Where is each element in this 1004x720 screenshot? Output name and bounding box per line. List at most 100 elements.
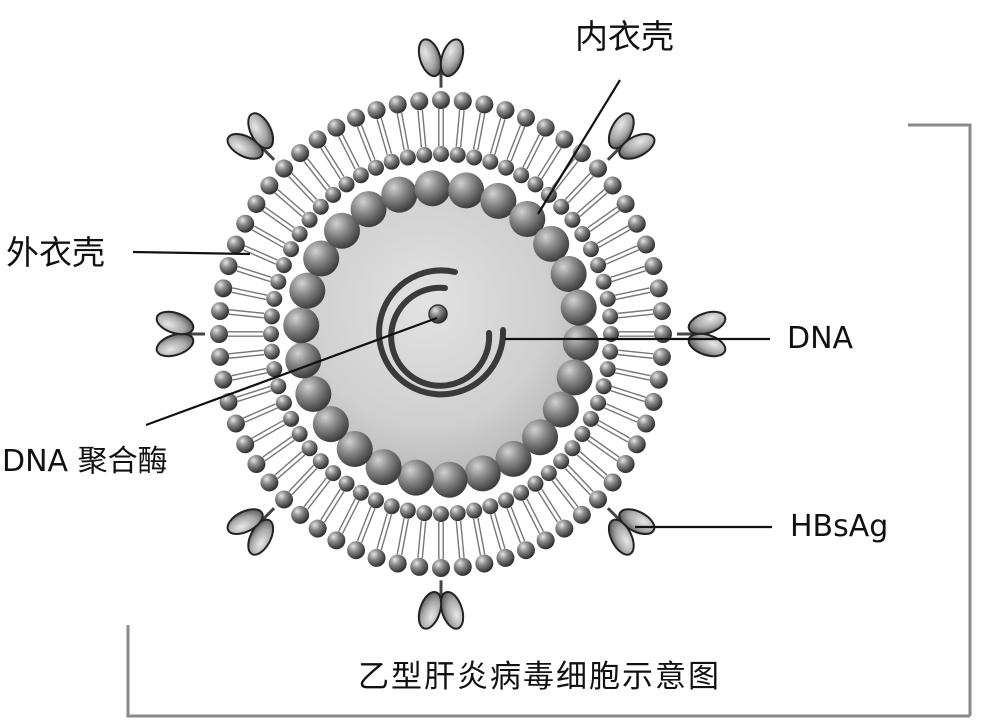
capsid-subunit <box>350 191 387 228</box>
lipid-head-inner <box>352 484 369 501</box>
lipid-tail <box>589 436 620 458</box>
lipid-tail <box>537 491 559 523</box>
capsid-subunit <box>381 176 418 213</box>
lipid-head-inner <box>527 176 544 193</box>
lipid-head-outer <box>308 130 327 149</box>
lipid-tail <box>356 506 372 542</box>
lipid-tail <box>472 112 482 150</box>
lipid-tail <box>243 249 276 265</box>
lipid-tail <box>615 291 651 301</box>
lipid-tail <box>253 423 286 443</box>
lipid-tail <box>262 210 293 232</box>
lipid-head-outer <box>211 347 230 366</box>
lipid-tail <box>323 491 345 523</box>
hbsag-spike <box>417 580 465 630</box>
capsid-subunit <box>522 419 559 456</box>
lipid-tail <box>236 270 271 283</box>
lipid-tail <box>228 349 264 355</box>
capsid-subunit <box>550 256 587 293</box>
lipid-head-inner <box>590 394 607 411</box>
lipid-tail <box>360 508 376 543</box>
lipid-head-outer <box>649 370 668 389</box>
lipid-tail <box>264 439 295 462</box>
lipid-tail <box>611 385 646 398</box>
lipid-head-outer <box>275 490 294 509</box>
capsid-subunit <box>448 172 485 209</box>
lipid-tail <box>459 110 465 148</box>
hbsag-spikes <box>155 38 727 630</box>
lipid-tail <box>610 265 645 278</box>
lipid-head-outer <box>496 101 515 120</box>
capsid-subunit <box>556 359 593 396</box>
lipid-head-inner <box>599 361 616 378</box>
lipid-head-inner <box>416 146 433 163</box>
lipid-head-inner <box>283 410 300 427</box>
lipid-tail <box>494 513 506 549</box>
lipid-tail <box>615 372 650 381</box>
lipid-head-outer <box>210 325 228 343</box>
lipid-head-outer <box>275 159 294 178</box>
lipid-head-inner <box>595 378 612 395</box>
lipid-head-outer <box>652 302 671 321</box>
lipid-head-inner <box>466 149 483 166</box>
lipid-tail <box>615 367 651 377</box>
lipid-head-outer <box>211 302 230 321</box>
lipid-tail <box>510 506 526 542</box>
lipid-tail <box>541 488 562 521</box>
lipid-head-outer <box>649 279 668 298</box>
capsid-subunit <box>495 440 532 477</box>
lipid-tail <box>232 372 267 381</box>
capsid-subunit <box>289 272 326 309</box>
lipid-tail <box>615 287 650 296</box>
capsid-subunit <box>295 375 332 412</box>
lipid-head-inner <box>291 426 308 443</box>
lipid-head-outer <box>627 214 646 233</box>
lipid-head-outer <box>260 176 279 195</box>
lipid-head-outer <box>327 118 346 137</box>
lipid-head-inner <box>301 211 318 228</box>
capsid-subunit <box>431 461 468 498</box>
lipid-tail <box>376 119 388 155</box>
lipid-head-outer <box>247 194 266 213</box>
lipid-head-inner <box>352 167 369 184</box>
lipid-tail <box>564 172 591 200</box>
lipid-tail <box>489 117 502 154</box>
lipid-tail <box>307 480 331 510</box>
lipid-tail <box>567 175 594 204</box>
lipid-tail <box>455 109 461 147</box>
label-hbsag: HBsAg <box>790 509 889 544</box>
lipid-head-inner <box>540 465 557 482</box>
lipid-head-inner <box>266 361 283 378</box>
capsid-subunit <box>312 406 349 443</box>
lipid-tail <box>338 136 356 170</box>
lipid-tail <box>417 110 423 148</box>
lipid-tail <box>338 498 356 532</box>
lipid-head-outer <box>347 108 366 127</box>
capsid-subunit <box>336 430 373 467</box>
capsid-subunit <box>542 391 579 428</box>
lipid-head-outer <box>327 531 346 550</box>
lipid-tail <box>522 500 541 534</box>
lipid-tail <box>618 349 654 355</box>
lipid-tail <box>606 249 639 265</box>
lipid-tail <box>576 189 605 214</box>
label-dna: DNA <box>787 321 854 356</box>
capsid-subunit <box>562 324 599 361</box>
lipid-head-outer <box>536 118 555 137</box>
capsid-subunit <box>283 307 320 344</box>
lipid-tail <box>228 313 264 319</box>
lipid-head-inner <box>263 308 280 325</box>
lipid-tail <box>237 390 272 403</box>
lipid-tail <box>262 436 293 458</box>
lipid-head-inner <box>574 225 591 242</box>
lipid-head-outer <box>367 548 386 567</box>
lipid-tail <box>291 172 318 200</box>
lipid-head-inner <box>399 502 416 519</box>
lipid-head-inner <box>399 149 416 166</box>
lipid-tail <box>229 309 265 315</box>
capsid-subunit <box>533 225 570 262</box>
lipid-head-inner <box>416 505 433 522</box>
lipid-tail <box>555 161 579 191</box>
lipid-head-outer <box>308 519 327 538</box>
